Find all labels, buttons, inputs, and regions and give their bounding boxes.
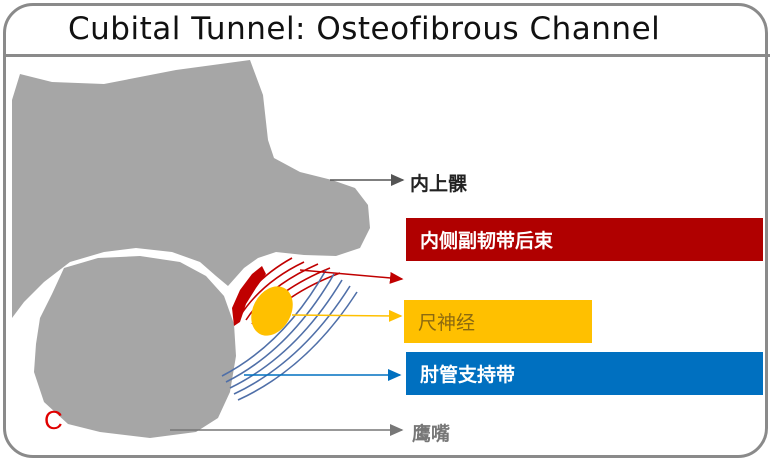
ulnar-nerve-label: 尺神经 [404,300,592,343]
olecranon-bone [34,256,236,438]
medial-epicondyle-bone [12,60,370,318]
diagram-title: Cubital Tunnel: Osteofibrous Channel [68,11,661,47]
title-separator [3,54,770,57]
retinaculum-fibers [221,269,358,401]
posterior-mcl-label: 内侧副韧带后束 [406,218,763,261]
posterior-mcl-band [232,266,266,326]
ulnar-nerve-ellipse [251,286,293,336]
panel-letter: C [44,405,63,435]
olecranon-label: 鹰嘴 [412,423,451,445]
ligament-pointer-arrow [299,269,404,284]
epicondyle-label: 内上髁 [410,173,468,195]
retinaculum-label: 肘管支持带 [406,352,763,395]
nerve-pointer-arrow [291,309,403,322]
